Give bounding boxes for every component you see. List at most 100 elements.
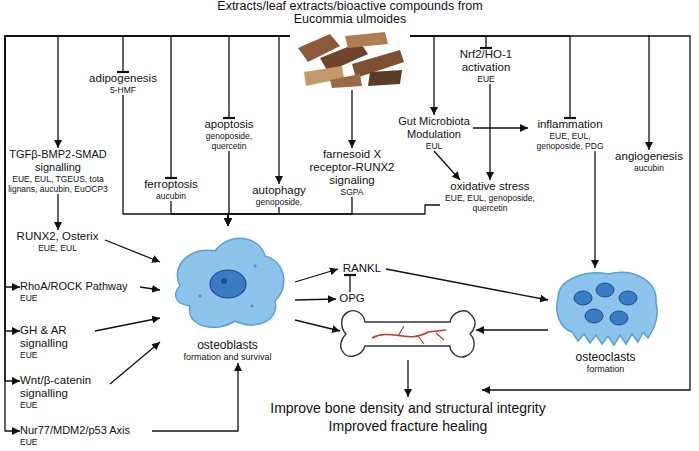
- compound-list: formation: [548, 364, 663, 375]
- arrow-connector: [95, 318, 160, 331]
- process-node: Gut Microbiota ModulationEUL: [395, 115, 473, 151]
- arrow-connector: [279, 36, 290, 184]
- cell-nucleus: [210, 270, 246, 298]
- cell-nucleus: [610, 311, 628, 325]
- node-heading: OPG: [336, 292, 368, 305]
- osteoclast-illustration: [548, 268, 663, 350]
- arrow-connector: [473, 127, 528, 128]
- node-heading: RUNX2, Osterix: [10, 230, 105, 243]
- process-node: ferroptosisaucubin: [140, 178, 202, 201]
- arrow-connector: [434, 151, 460, 180]
- bark-strip: [368, 70, 402, 86]
- pathway-node: TGFβ-BMP2-SMAD signallingEUE, EUL, TGEUS…: [0, 148, 116, 194]
- node-heading: angiogenesis: [612, 150, 686, 163]
- arrow-connector: [171, 201, 228, 226]
- arrow-connector: [351, 90, 352, 148]
- inhibition-connector: [349, 275, 350, 292]
- nucleolus: [221, 278, 227, 284]
- node-heading: Nrf2/HO-1 activation: [456, 48, 516, 74]
- node-heading: farnesoid X receptor-RUNX2 signaling: [300, 148, 404, 187]
- cell-body: [176, 238, 284, 327]
- process-node: angiogenesisaucubin: [612, 150, 686, 173]
- bark-illustration: [290, 28, 410, 90]
- node-heading: Wnt/β-catenin signalling: [20, 374, 110, 400]
- bark-strip: [330, 74, 362, 88]
- compound-list: EUE: [20, 350, 95, 360]
- arrow-connector: [228, 207, 279, 226]
- compound-list: EUE, EUL, genoposide, PDG: [528, 131, 612, 151]
- arrow-connector: [140, 287, 160, 290]
- compound-list: SGPA: [300, 187, 404, 197]
- process-node: inflammationEUE, EUL, genoposide, PDG: [528, 118, 612, 151]
- node-heading: GH & AR signalling: [20, 324, 95, 350]
- node-heading: ferroptosis: [140, 178, 202, 191]
- arrow-connector: [295, 299, 336, 300]
- arrow-connector: [489, 84, 490, 180]
- compound-list: EUE, EUL, genoposide, quercetin: [440, 193, 540, 213]
- osteoclast-to-bone-arrow: [476, 329, 548, 330]
- bark-strip: [345, 32, 388, 48]
- compound-list: aucubin: [140, 191, 202, 201]
- cell-nucleus: [574, 291, 592, 305]
- cell-nucleus: [596, 283, 614, 297]
- node-heading: RhoA/ROCK Pathway: [20, 280, 140, 293]
- node-heading: inflammation: [528, 118, 612, 131]
- osteoblast-illustration: [160, 226, 295, 338]
- inhibition-connector: [123, 36, 290, 72]
- osteoblast-to-bone-arrow: [295, 320, 340, 331]
- node-heading: osteoblasts: [160, 338, 295, 352]
- cell-node: osteoblastsformation and survival: [160, 226, 295, 363]
- blood-vessel: [372, 330, 446, 338]
- process-node: oxidative stressEUE, EUL, genoposide, qu…: [440, 180, 540, 213]
- inhibition-connector: [229, 36, 290, 118]
- compound-list: EUE, EUL: [10, 243, 105, 253]
- cell-node: osteoclastsformation: [548, 268, 663, 375]
- process-node: apoptosisgenoposide, quercetin: [200, 118, 258, 151]
- outcome-text: Improve bone density and structural inte…: [150, 400, 666, 417]
- source-node: Extracts/leaf extracts/bioactive compoun…: [290, 28, 410, 90]
- cell-nucleus: [619, 291, 637, 305]
- node-heading: oxidative stress: [440, 180, 540, 193]
- node-heading: osteoclasts: [548, 350, 663, 364]
- arrow-connector: [228, 205, 440, 226]
- compound-list: 5-HMF: [88, 85, 158, 95]
- pathway-node: Nur77/MDM2/p53 AxisEUE: [20, 424, 152, 447]
- cell-granule: [198, 294, 201, 297]
- pathway-node: RhoA/ROCK PathwayEUE: [20, 280, 140, 303]
- compound-list: formation and survival: [160, 352, 295, 363]
- compound-list: genoposide.: [250, 197, 308, 207]
- arrow-connector: [110, 342, 160, 384]
- arrow-connector: [5, 36, 290, 431]
- compound-list: EUE: [456, 74, 516, 84]
- compound-list: EUE: [20, 437, 152, 447]
- node-heading: Nur77/MDM2/p53 Axis: [20, 424, 152, 437]
- compound-list: EUE, EUL, TGEUS, tota lignans, aucubin, …: [0, 174, 116, 194]
- cell-granule: [253, 264, 256, 267]
- outer-route-line: [482, 36, 690, 390]
- inhibition-connector: [410, 36, 486, 48]
- process-node: adipogenesis5-HMF: [88, 72, 158, 95]
- arrow-connector: [228, 197, 352, 226]
- cell-body: [557, 272, 657, 345]
- compound-list: EUE: [20, 400, 110, 410]
- pathway-node: farnesoid X receptor-RUNX2 signalingSGPA: [300, 148, 404, 197]
- arrow-connector: [410, 36, 434, 115]
- arrow-connector: [123, 95, 228, 226]
- bone-to-outcome-arrow: [407, 360, 408, 397]
- pathway-node: Wnt/β-catenin signallingEUE: [20, 374, 110, 410]
- cell-nucleus: [585, 309, 603, 323]
- blood-vessel-branch: [398, 326, 444, 344]
- pathway-node: Nrf2/HO-1 activationEUE: [456, 48, 516, 84]
- compound-list: aucubin: [612, 163, 686, 173]
- factor-node: RUNX2, OsterixEUE, EUL: [10, 230, 105, 253]
- node-heading: apoptosis: [200, 118, 258, 131]
- arrow-connector: [594, 151, 595, 268]
- bone-illustration: [341, 311, 475, 357]
- arrow-connector: [386, 269, 548, 300]
- compound-list: genoposide, quercetin: [200, 131, 258, 151]
- node-heading: adipogenesis: [88, 72, 158, 85]
- compound-list: EUE: [20, 293, 140, 303]
- outcome-text: Improved fracture healing: [150, 418, 666, 435]
